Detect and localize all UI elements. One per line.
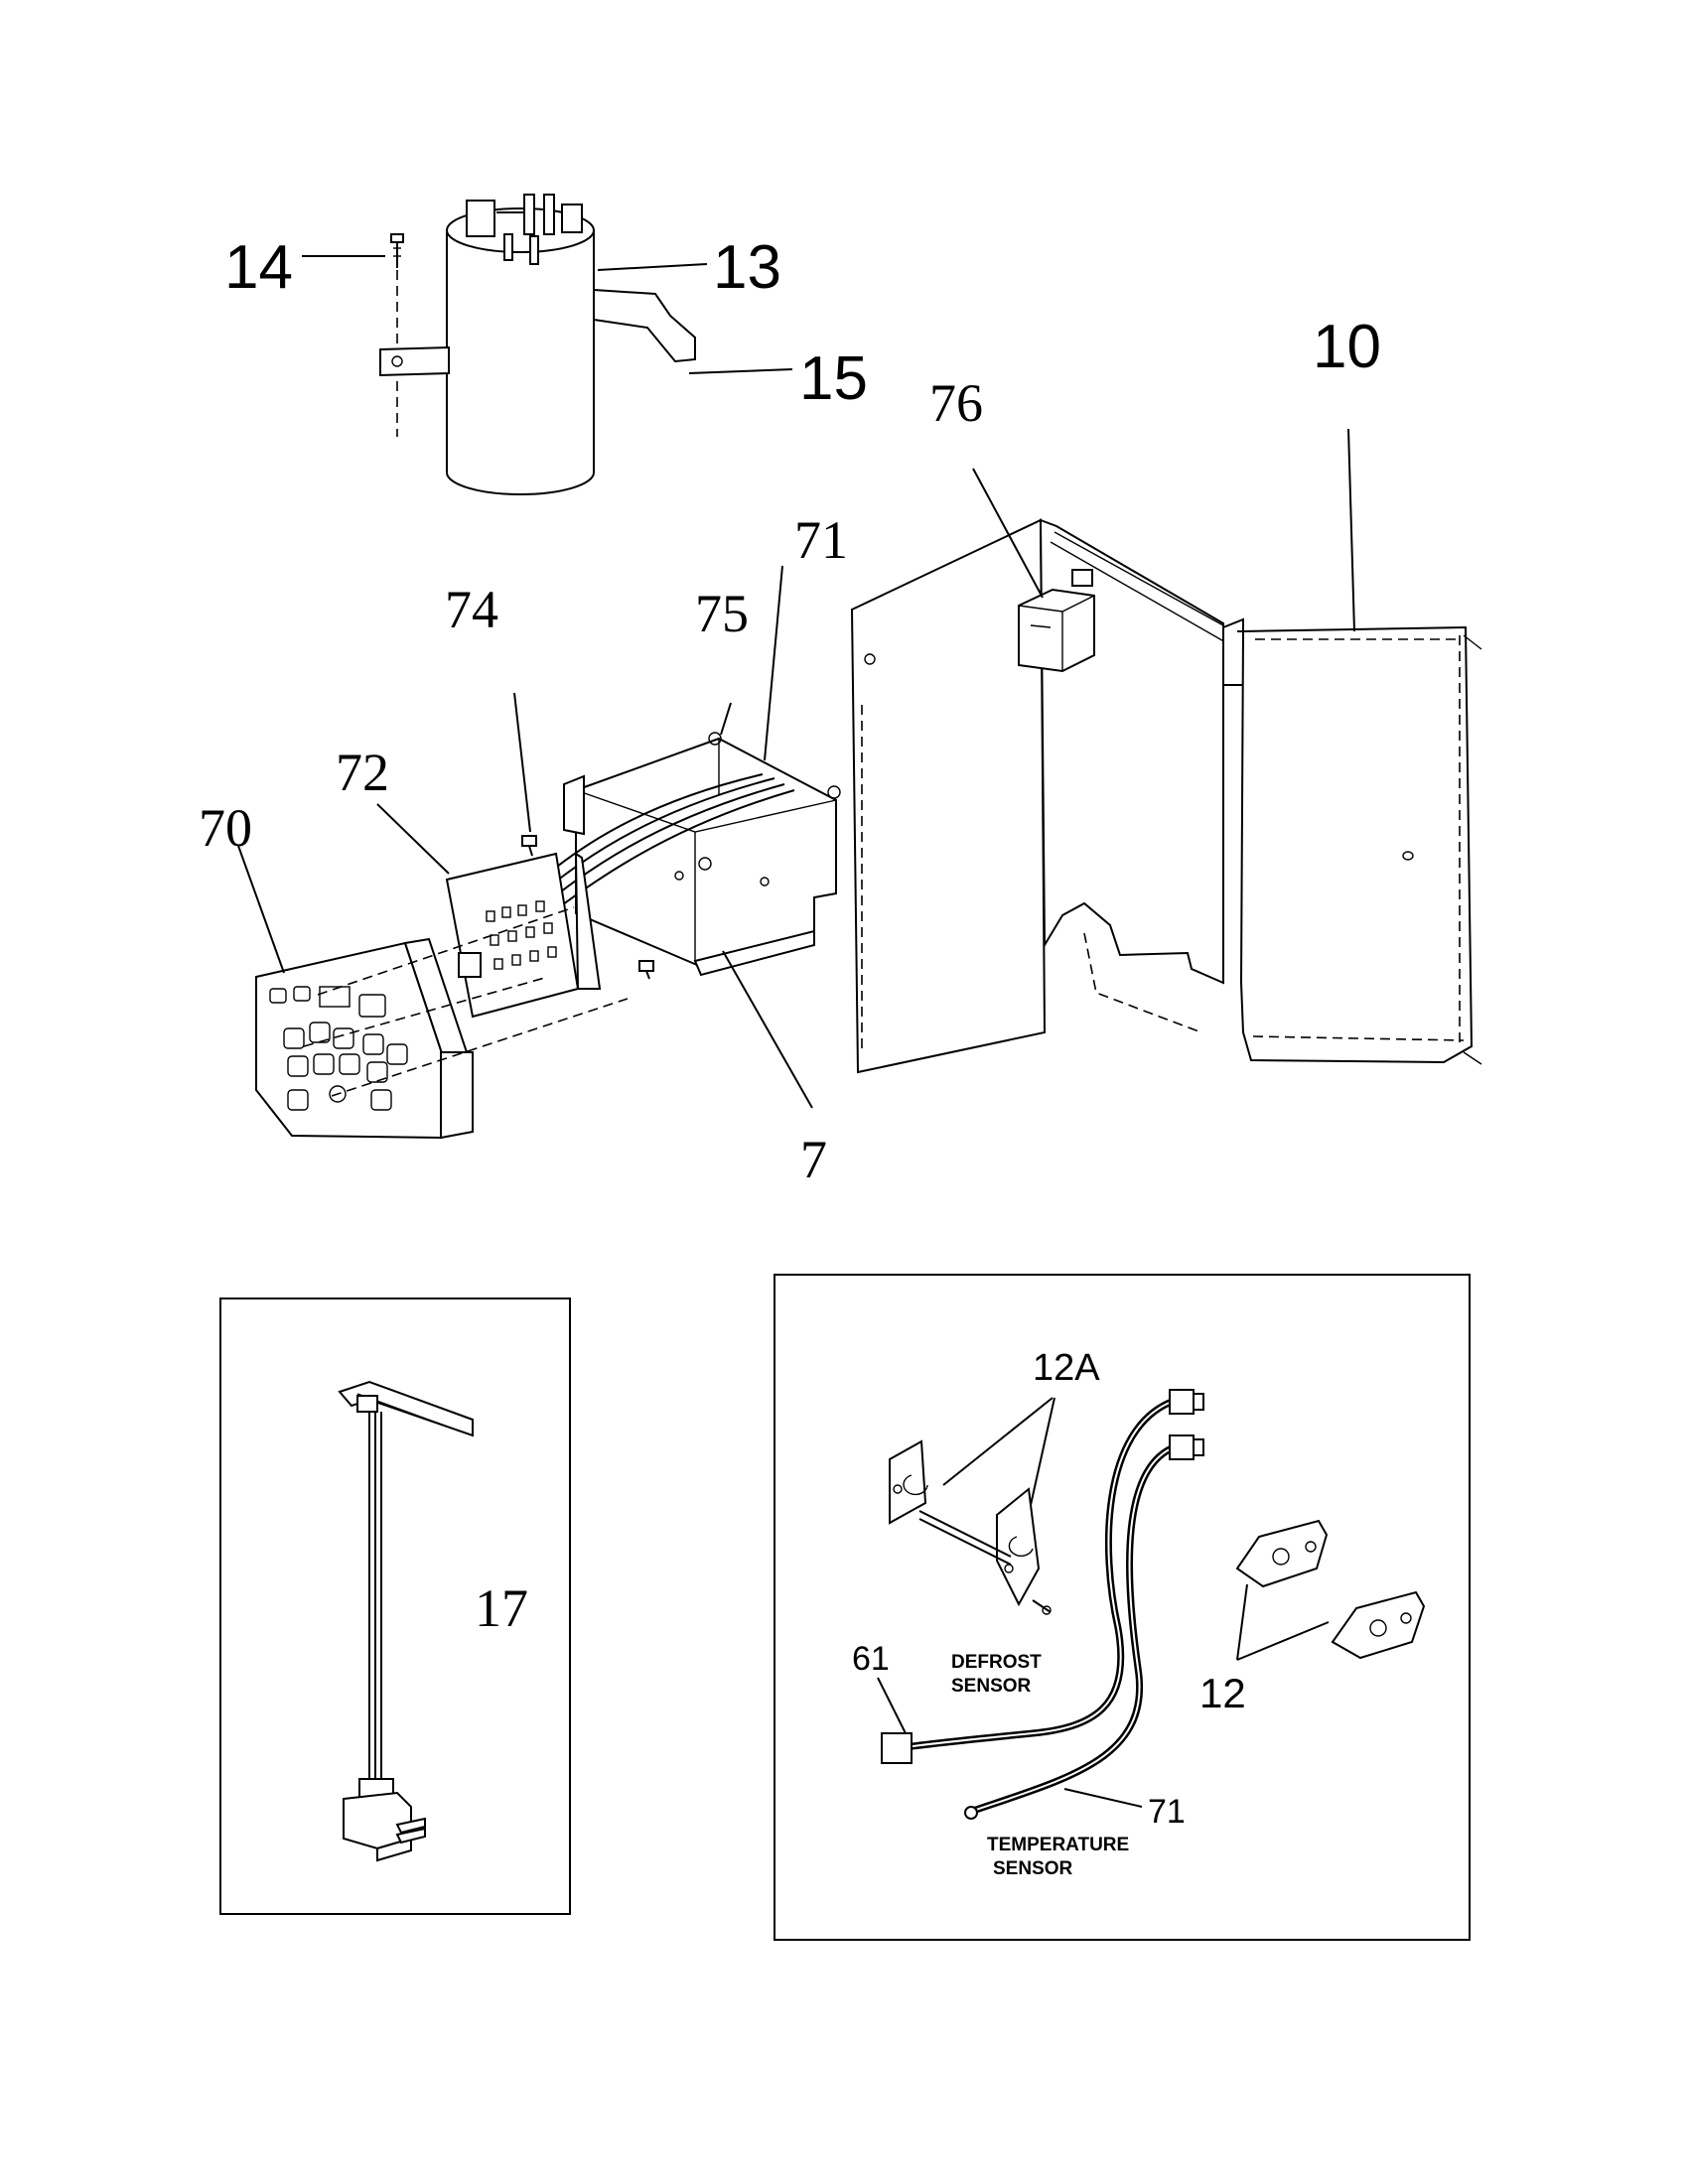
leader-15 xyxy=(688,368,793,374)
callout-12: 12 xyxy=(1199,1670,1246,1716)
leader-12a-b xyxy=(1030,1397,1055,1506)
power-cord-icon xyxy=(338,1380,474,1862)
control-box-icon: 75 71 7 xyxy=(563,510,848,1189)
capacitor-strap xyxy=(379,288,696,377)
leader-71-top xyxy=(764,565,783,761)
leader-12a-a xyxy=(942,1397,1054,1486)
sensor-bracket-icon xyxy=(889,1439,1052,1615)
callout-14: 14 xyxy=(224,233,293,302)
callout-13: 13 xyxy=(713,233,781,302)
callout-71-top: 71 xyxy=(794,510,848,570)
callout-70: 70 xyxy=(199,798,252,858)
leader-74 xyxy=(513,692,531,833)
leader-10 xyxy=(1347,428,1355,632)
callout-75: 75 xyxy=(695,584,749,643)
screw-icon xyxy=(390,233,404,437)
callout-74: 74 xyxy=(445,580,498,639)
callout-7: 7 xyxy=(800,1130,827,1189)
sensor-clip-icon xyxy=(1235,1519,1426,1660)
board-components xyxy=(458,900,557,978)
callout-72: 72 xyxy=(336,743,389,802)
callout-71-bottom: 71 xyxy=(1148,1793,1186,1831)
transformer-icon: 76 xyxy=(929,373,1095,673)
sensor-kit-box: 12A 12 61 xyxy=(774,1274,1471,1941)
leader-7 xyxy=(722,950,813,1109)
screw-icon xyxy=(638,960,654,980)
leader-71-bottom xyxy=(1063,1788,1143,1808)
leader-72 xyxy=(376,803,450,875)
leader-12-a xyxy=(1236,1583,1248,1661)
control-panel-icon: 70 xyxy=(199,798,629,1140)
callout-12a: 12A xyxy=(1033,1347,1100,1389)
callout-76: 76 xyxy=(929,373,983,433)
leader-70 xyxy=(237,845,285,974)
screw-icon xyxy=(521,835,537,857)
leader-12-b xyxy=(1236,1621,1330,1661)
callout-17: 17 xyxy=(475,1578,528,1638)
temperature-sensor-icon xyxy=(964,1806,978,1820)
panel-buttons xyxy=(269,986,408,1111)
temperature-sensor-label-line1: TEMPERATURE xyxy=(987,1835,1129,1855)
capacitor-icon xyxy=(446,194,595,495)
callout-15: 15 xyxy=(799,344,868,413)
circuit-board-icon: 74 72 xyxy=(336,580,654,1019)
callout-10: 10 xyxy=(1313,313,1381,381)
leader-75 xyxy=(720,702,732,736)
leader-13 xyxy=(597,263,708,271)
leader-61 xyxy=(877,1677,907,1734)
defrost-sensor-label-line2: SENSOR xyxy=(951,1676,1032,1697)
leader-76 xyxy=(972,468,1044,599)
callout-61: 61 xyxy=(852,1640,890,1678)
temperature-sensor-label-line2: SENSOR xyxy=(993,1858,1073,1879)
defrost-sensor-label-line1: DEFROST xyxy=(951,1652,1042,1673)
defrost-sensor-icon xyxy=(881,1732,913,1764)
capacitor-assembly: 14 13 15 xyxy=(224,194,868,495)
sensor-harness-icon xyxy=(881,1389,1204,1820)
power-cord-box: 17 xyxy=(219,1297,571,1915)
